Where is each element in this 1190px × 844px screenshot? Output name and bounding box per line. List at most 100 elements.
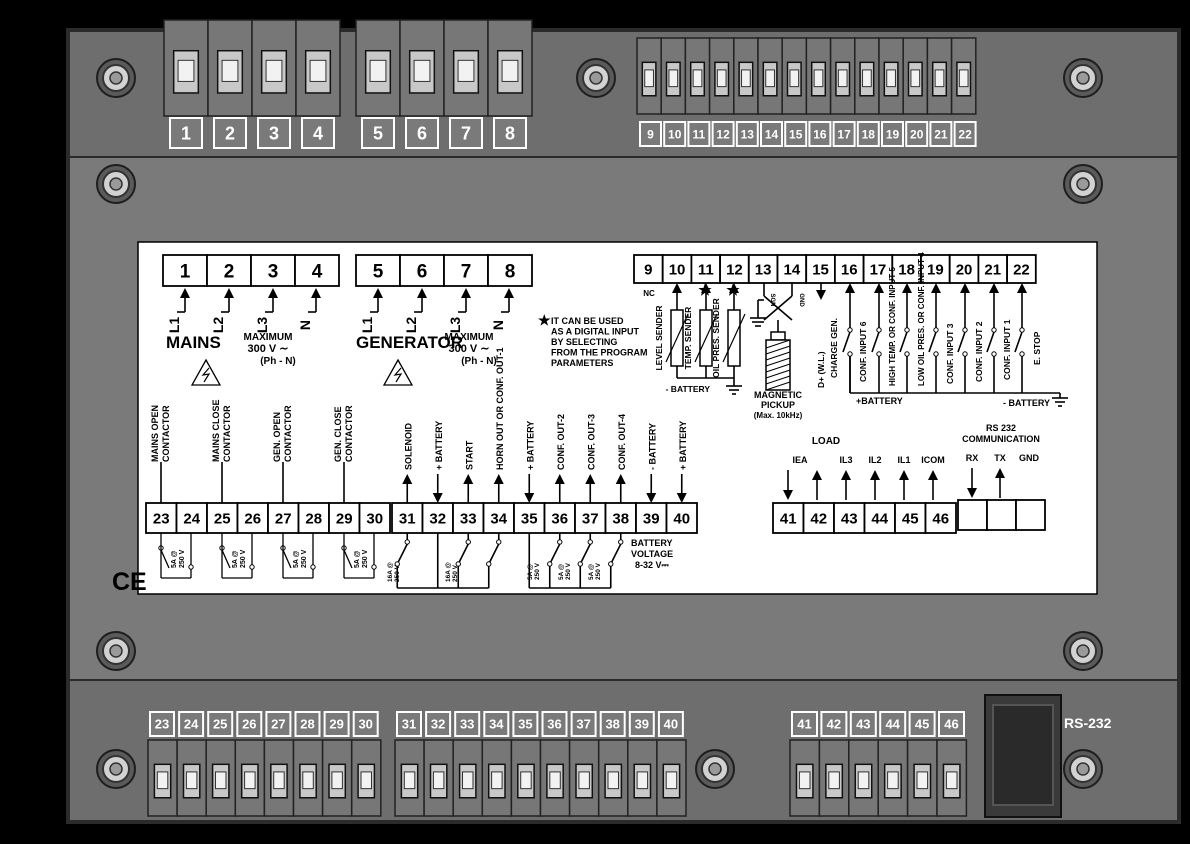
terminal-number: 40 (657, 711, 684, 737)
terminal-screw[interactable] (597, 739, 629, 817)
magnetic-pickup-icon (765, 331, 791, 391)
terminal-screw[interactable] (926, 37, 953, 115)
terminal-number: 38 (599, 711, 626, 737)
terminal-number: 11 (687, 121, 711, 147)
terminal-screw[interactable] (906, 739, 938, 817)
svg-text:3: 3 (269, 123, 279, 143)
terminal-screw[interactable] (234, 739, 266, 817)
terminal-number: 17 (832, 121, 856, 147)
terminal-screw[interactable] (295, 19, 341, 117)
svg-text:1: 1 (181, 123, 191, 143)
terminal-screw[interactable] (708, 37, 735, 115)
terminal-number: 30 (352, 711, 379, 737)
svg-text:7: 7 (461, 123, 471, 143)
terminal-screw[interactable] (147, 739, 178, 817)
relay-rating: 250 V (240, 549, 247, 568)
terminal-number: 15 (784, 121, 808, 147)
svg-text:43: 43 (856, 717, 870, 732)
terminal-screw[interactable] (355, 19, 401, 117)
terminal-screw[interactable] (733, 37, 759, 115)
terminal-screw[interactable] (176, 739, 207, 817)
ct-label: IL1 (897, 455, 910, 465)
terminal-screw[interactable] (394, 739, 425, 817)
svg-text:46: 46 (932, 510, 949, 527)
terminal-screw[interactable] (452, 739, 484, 817)
diagram-terminal-number: 6 (399, 254, 445, 287)
battery-pos-label: +BATTERY (856, 396, 903, 406)
svg-text:21: 21 (984, 261, 1001, 278)
terminal-screw[interactable] (568, 739, 600, 817)
mains-phase-label: N (297, 320, 313, 330)
terminal-screw[interactable] (487, 19, 533, 117)
battery-voltage-label: 8-32 V⎓ (635, 560, 670, 570)
svg-text:12: 12 (716, 127, 730, 141)
svg-text:19: 19 (886, 127, 900, 141)
diagram-terminal-number: 16 (834, 254, 865, 284)
terminal-screw[interactable] (848, 739, 879, 817)
terminal-screw[interactable] (818, 739, 850, 817)
terminal-screw[interactable] (781, 37, 808, 115)
svg-text:23: 23 (153, 510, 170, 527)
terminal-number: 43 (849, 711, 877, 737)
pickup-label: PICKUP (761, 400, 795, 410)
terminal-screw[interactable] (660, 37, 687, 115)
svg-text:10: 10 (668, 127, 682, 141)
terminal-screw[interactable] (854, 37, 880, 115)
relay-rating: 250 V (534, 562, 541, 580)
terminal-screw[interactable] (877, 739, 909, 817)
output-label: CONF. OUT-4 (617, 414, 627, 470)
terminal-screw[interactable] (423, 739, 454, 817)
mounting-screw-icon (96, 58, 136, 98)
terminal-screw[interactable] (805, 37, 832, 115)
terminal-screw[interactable] (684, 37, 711, 115)
svg-text:34: 34 (490, 510, 507, 527)
rs232-title: RS 232 (986, 423, 1016, 433)
svg-text:13: 13 (755, 261, 772, 278)
terminal-screw[interactable] (950, 37, 977, 115)
terminal-screw[interactable] (321, 739, 353, 817)
diagram-terminal-number: 39 (635, 502, 668, 534)
terminal-number: 8 (493, 117, 527, 149)
terminal-screw[interactable] (627, 739, 658, 817)
terminal-number: 22 (953, 121, 977, 147)
contactor-label: MAINS CLOSE (211, 399, 221, 462)
terminal-screw[interactable] (636, 37, 662, 115)
note-text: AS A DIGITAL INPUT (551, 327, 640, 337)
svg-text:35: 35 (518, 717, 532, 732)
max-voltage-label: MAXIMUM (244, 332, 293, 343)
terminal-screw[interactable] (481, 739, 513, 817)
terminal-screw[interactable] (510, 739, 542, 817)
diagram-terminal-number: 32 (421, 502, 454, 534)
note-star-icon: ★ (538, 312, 551, 328)
diagram-terminal-number: 42 (802, 502, 835, 534)
svg-text:5: 5 (373, 123, 383, 143)
input-label: LOW OIL PRES. OR CONF. INPUT 4 (917, 252, 926, 386)
terminal-screw[interactable] (350, 739, 382, 817)
terminal-screw[interactable] (539, 739, 571, 817)
gnd-label: GND (798, 293, 804, 307)
relay-rating: 250 V (565, 562, 572, 580)
max-voltage-value: 300 V ∼ (448, 343, 489, 355)
svg-text:33: 33 (460, 510, 477, 527)
terminal-screw[interactable] (878, 37, 904, 115)
mounting-screw-icon (96, 164, 136, 204)
terminal-screw[interactable] (207, 19, 253, 117)
terminal-screw[interactable] (757, 37, 783, 115)
terminal-screw[interactable] (163, 19, 209, 117)
terminal-screw[interactable] (829, 37, 856, 115)
terminal-screw[interactable] (656, 739, 687, 817)
terminal-screw[interactable] (205, 739, 237, 817)
terminal-screw[interactable] (263, 739, 295, 817)
terminal-screw[interactable] (936, 739, 968, 817)
terminal-screw[interactable] (789, 739, 821, 817)
terminal-number: 20 (905, 121, 929, 147)
ct-label: IEA (792, 455, 808, 465)
terminal-screw[interactable] (399, 19, 445, 117)
terminal-screw[interactable] (443, 19, 489, 117)
battery-voltage-label: BATTERY (631, 538, 673, 548)
terminal-screw[interactable] (902, 37, 929, 115)
terminal-number: 36 (541, 711, 568, 737)
pickup-label: MAGNETIC (754, 390, 802, 400)
terminal-screw[interactable] (292, 739, 324, 817)
terminal-screw[interactable] (251, 19, 297, 117)
